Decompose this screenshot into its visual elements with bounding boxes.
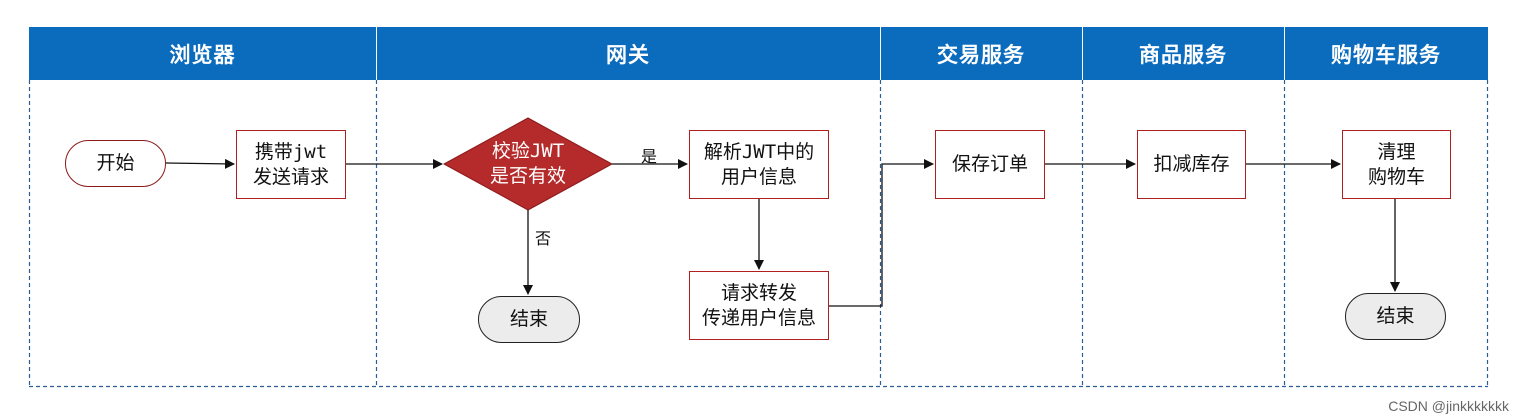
node-label: 携带jwt [254,140,328,163]
lane-header-cart-service: 购物车服务 [1284,27,1488,80]
decision-verify-jwt: 校验JWT 是否有效 [470,134,586,194]
process-save-order: 保存订单 [935,130,1045,199]
node-label: 发送请求 [252,165,329,188]
lane-title: 商品服务 [1139,42,1227,67]
lane-header-divider [880,27,881,80]
node-label: 传递用户信息 [701,306,816,329]
process-carry-jwt: 携带jwt 发送请求 [236,130,346,199]
process-forward-request: 请求转发 传递用户信息 [689,271,829,340]
lane-borders [28,80,1489,388]
node-label: 购物车 [1367,165,1425,188]
node-label: 是否有效 [489,165,566,187]
lane-title: 网关 [606,42,650,67]
lane-header-divider [1082,27,1083,80]
end-terminal-cart: 结束 [1345,293,1446,340]
edge-label-no: 否 [535,229,552,248]
lane-header-browser: 浏览器 [29,27,376,80]
process-deduct-stock: 扣减库存 [1137,130,1246,199]
node-label: 解析JWT中的 [703,140,815,163]
edge-label-yes: 是 [641,147,658,166]
lane-header-trade-service: 交易服务 [880,27,1082,80]
lane-title: 交易服务 [937,42,1025,67]
lane-title: 购物车服务 [1331,42,1441,67]
node-label: 请求转发 [720,281,797,304]
lane-title: 浏览器 [169,42,236,67]
watermark: CSDN @jinkkkkkkk [1388,398,1509,414]
end-terminal-gateway: 结束 [478,296,580,343]
node-label: 开始 [96,152,135,174]
node-label: 用户信息 [720,165,797,188]
node-label: 结束 [509,308,548,330]
start-terminal: 开始 [65,140,166,187]
lane-header-gateway: 网关 [376,27,880,80]
node-label: 保存订单 [951,153,1028,175]
edge-start-to-carry [165,158,235,169]
node-label: 校验JWT [491,140,565,162]
process-clear-cart: 清理 购物车 [1342,130,1451,199]
node-label: 清理 [1377,140,1416,163]
lane-header-divider [376,27,377,80]
node-label: 结束 [1376,305,1415,327]
node-label: 扣减库存 [1153,153,1230,175]
process-parse-jwt: 解析JWT中的 用户信息 [689,130,829,199]
lane-header-divider [1284,27,1285,80]
lane-header-item-service: 商品服务 [1082,27,1284,80]
edge-forward-to-save [829,159,934,307]
